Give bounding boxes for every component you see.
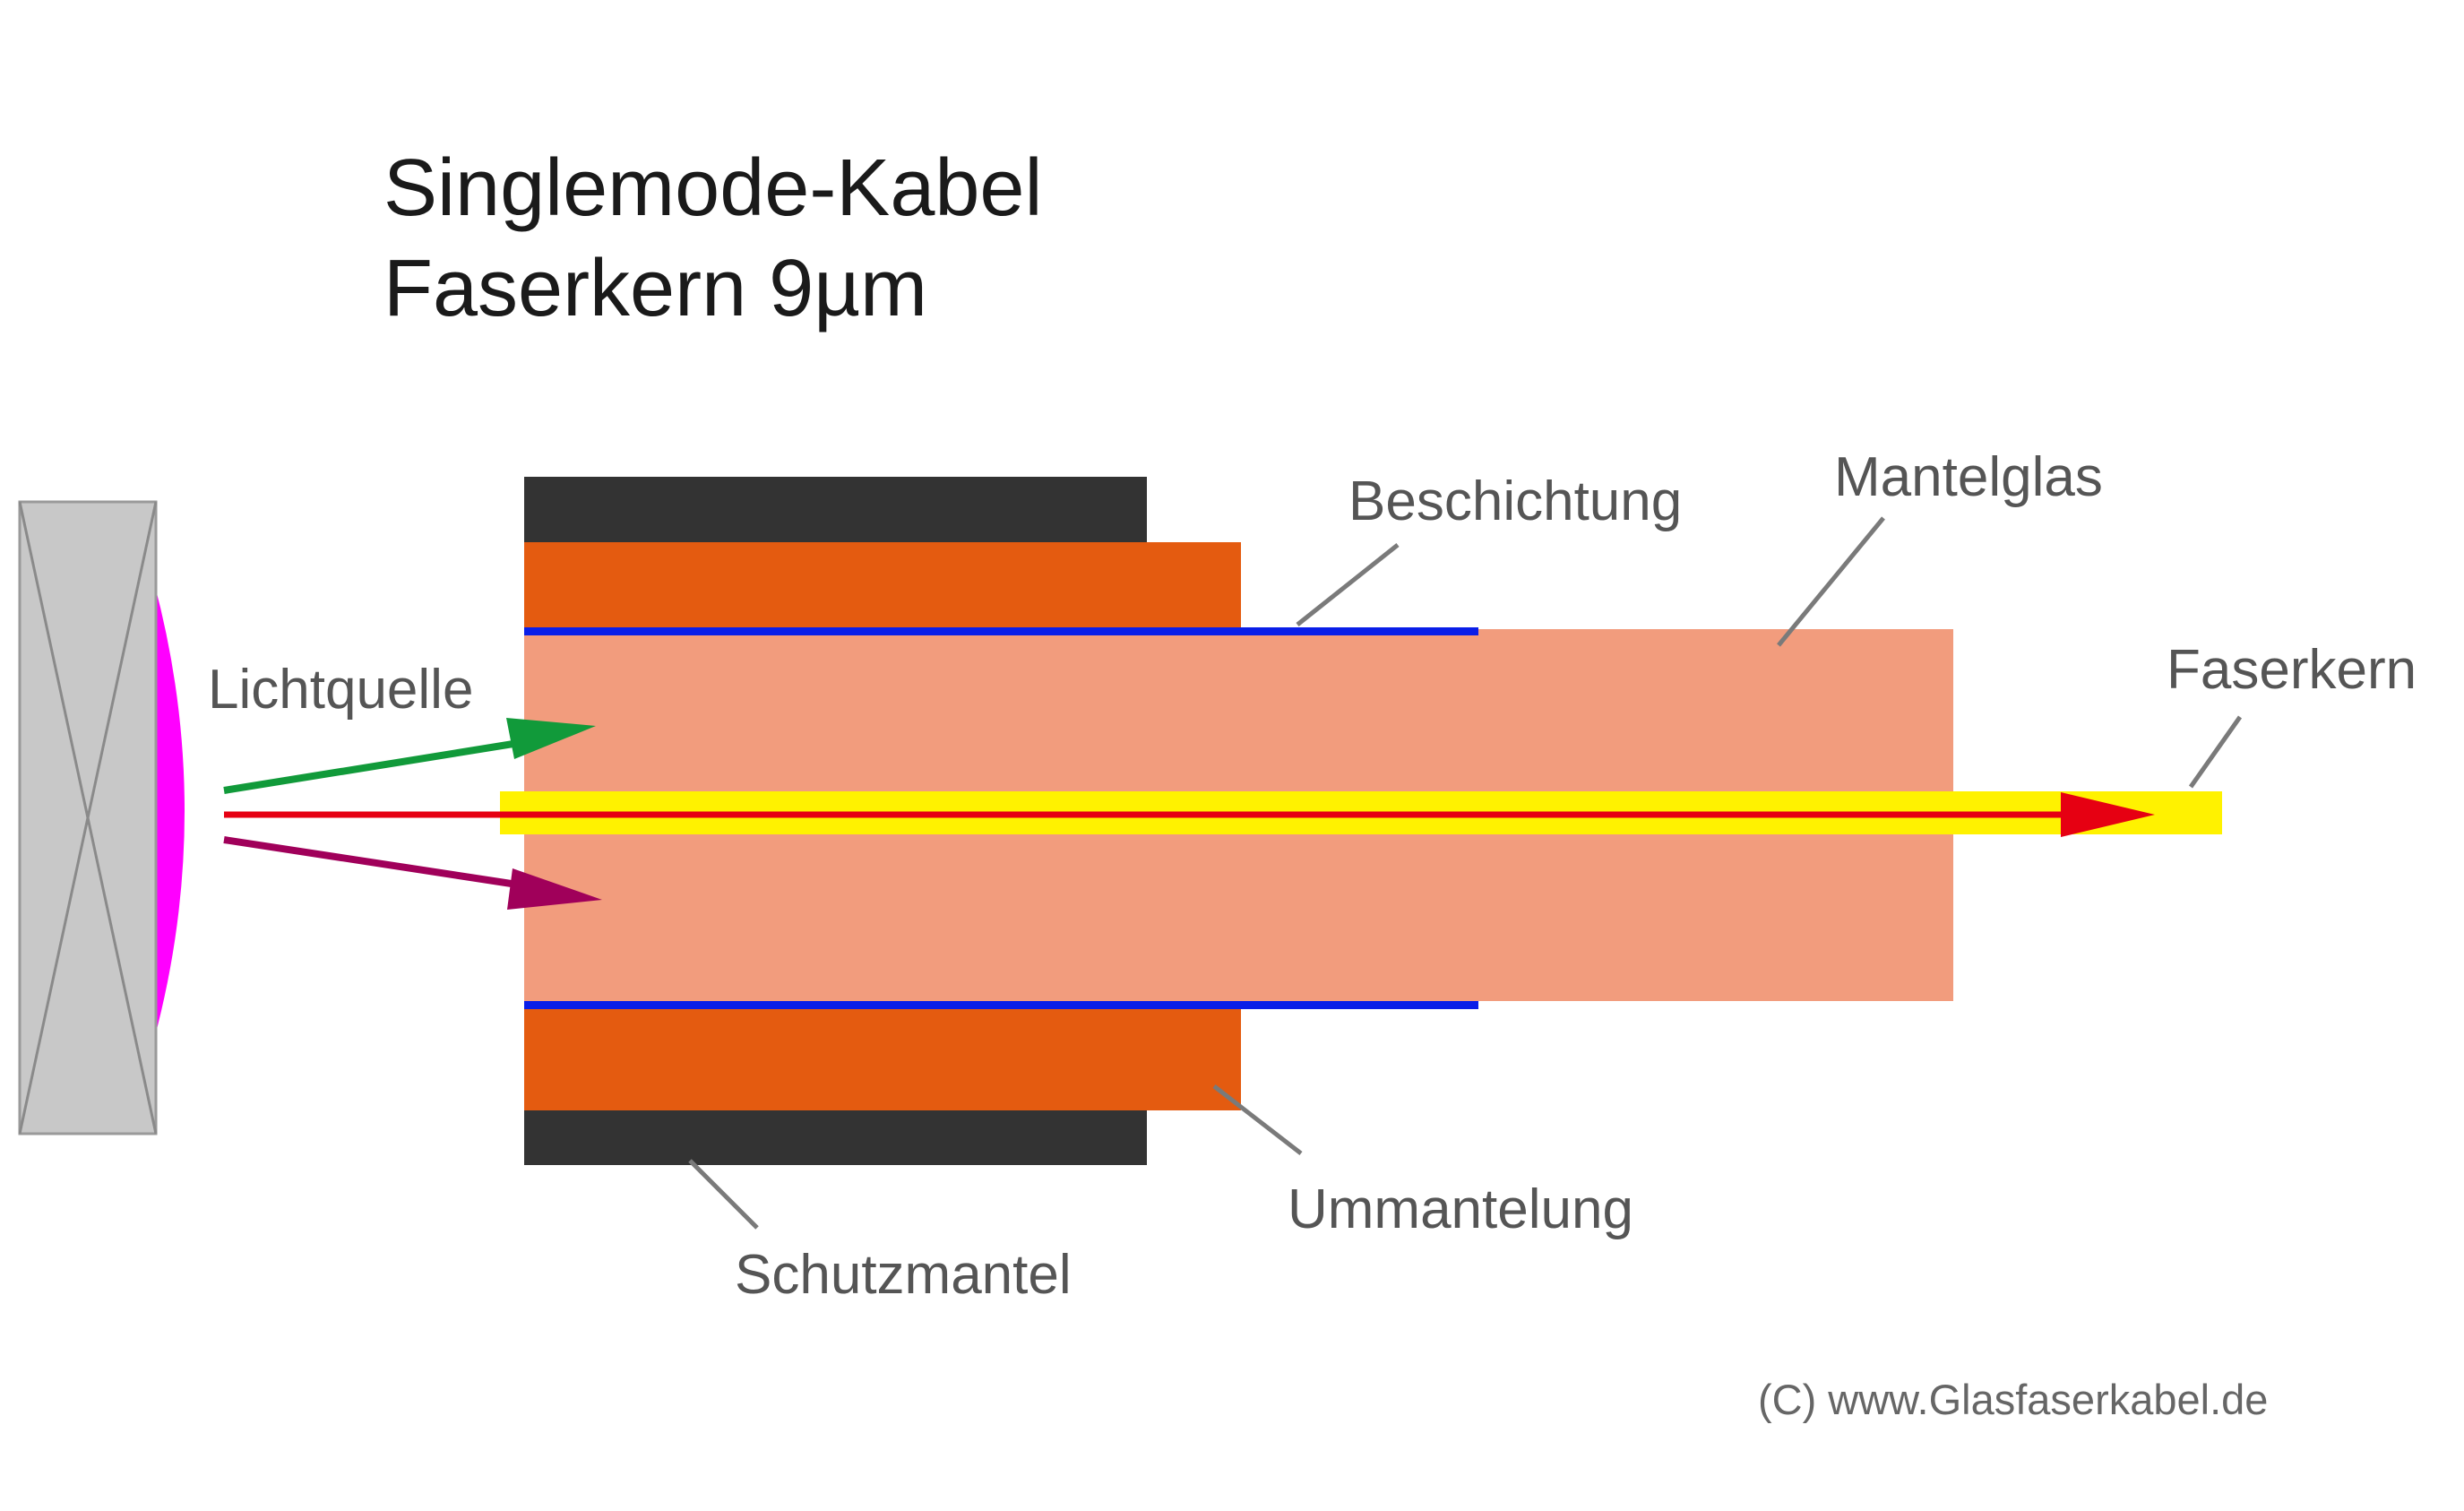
light-source-lens — [154, 583, 185, 1040]
label-beschichtung: Beschichtung — [1348, 471, 1682, 532]
leader-lines — [688, 516, 2243, 1230]
light-rays — [223, 718, 2155, 910]
ummantelung-top — [524, 542, 1241, 632]
label-faserkern: Faserkern — [2167, 639, 2417, 701]
leader-line-schutzmantel — [688, 1159, 759, 1230]
ray-lower-arrowhead — [507, 868, 602, 910]
schutzmantel-top — [524, 477, 1147, 544]
label-lichtquelle: Lichtquelle — [208, 659, 473, 721]
diagram-title-line1: Singlemode-Kabel — [383, 143, 1042, 233]
leader-line-ummantelung — [1212, 1084, 1303, 1155]
ray-lower — [223, 836, 547, 893]
leader-line-beschichtung — [1296, 543, 1400, 626]
leader-line-mantelglas — [1777, 516, 1885, 647]
ummantelung-bottom — [524, 1007, 1241, 1110]
diagram-title-line2: Faserkern 9µm — [383, 244, 927, 333]
light-source — [18, 500, 185, 1135]
leader-line-faserkern — [2188, 715, 2243, 789]
fiber-cable — [500, 477, 2222, 1165]
ray-upper — [223, 735, 547, 794]
beschichtung-bottom — [524, 1001, 1478, 1009]
beschichtung-top — [524, 627, 1478, 635]
copyright-notice: (C) www.Glasfaserkabel.de — [1758, 1376, 2268, 1423]
ray-center-arrowhead — [2061, 792, 2155, 837]
schutzmantel-bottom — [524, 1108, 1147, 1165]
label-schutzmantel: Schutzmantel — [735, 1244, 1072, 1306]
ray-upper-arrowhead — [506, 718, 596, 759]
light-source-cross-line — [18, 501, 158, 1135]
label-ummantelung: Ummantelung — [1288, 1179, 1633, 1240]
label-mantelglas: Mantelglas — [1834, 446, 2103, 508]
